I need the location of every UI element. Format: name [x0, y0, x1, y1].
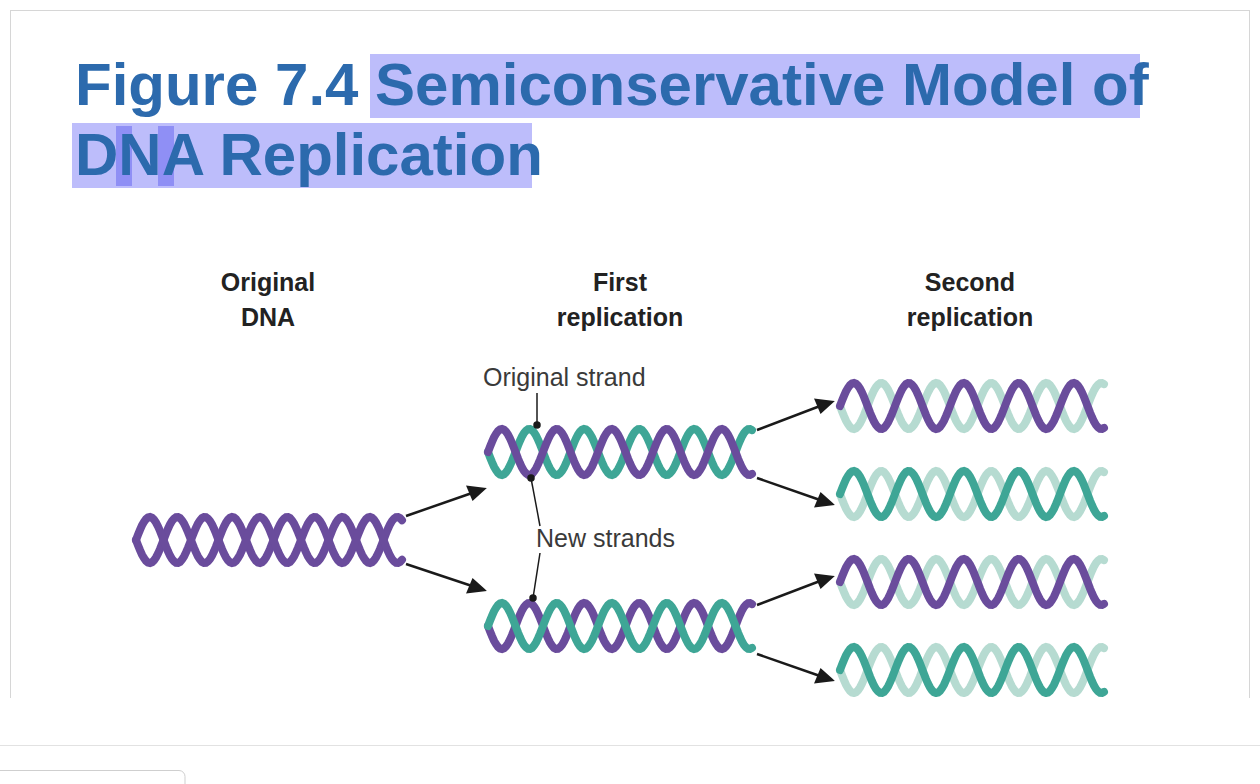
dna-strand: [136, 517, 402, 563]
panel-frame: [11, 11, 1250, 771]
dna-strand: [840, 383, 1104, 429]
callout-label: New strands: [536, 523, 675, 553]
dna-strand: [840, 383, 1104, 429]
dna-strand: [840, 471, 1104, 517]
dna-strand: [840, 647, 1104, 693]
dna-strand: [488, 429, 752, 475]
button-outline: [0, 771, 185, 784]
dna-strand: [488, 429, 752, 475]
dna-strand: [488, 603, 752, 649]
page-footer: [0, 698, 1260, 784]
dna-strand: [488, 603, 752, 649]
callout-label: Original strand: [483, 362, 646, 392]
divider-line: [0, 745, 1260, 746]
figure-title: Figure 7.4 Semiconservative Model of DNA…: [75, 50, 1150, 190]
column-heading: Original DNA: [198, 265, 338, 335]
dna-strand: [840, 559, 1104, 605]
helix-group: [136, 383, 1104, 693]
column-heading: Second replication: [875, 265, 1065, 335]
dna-strand: [840, 471, 1104, 517]
dna-strand: [840, 559, 1104, 605]
column-heading: First replication: [530, 265, 710, 335]
arrow-group: [406, 400, 832, 682]
leader-lines: [528, 393, 540, 601]
dna-strand: [136, 517, 402, 563]
dna-strand: [840, 647, 1104, 693]
